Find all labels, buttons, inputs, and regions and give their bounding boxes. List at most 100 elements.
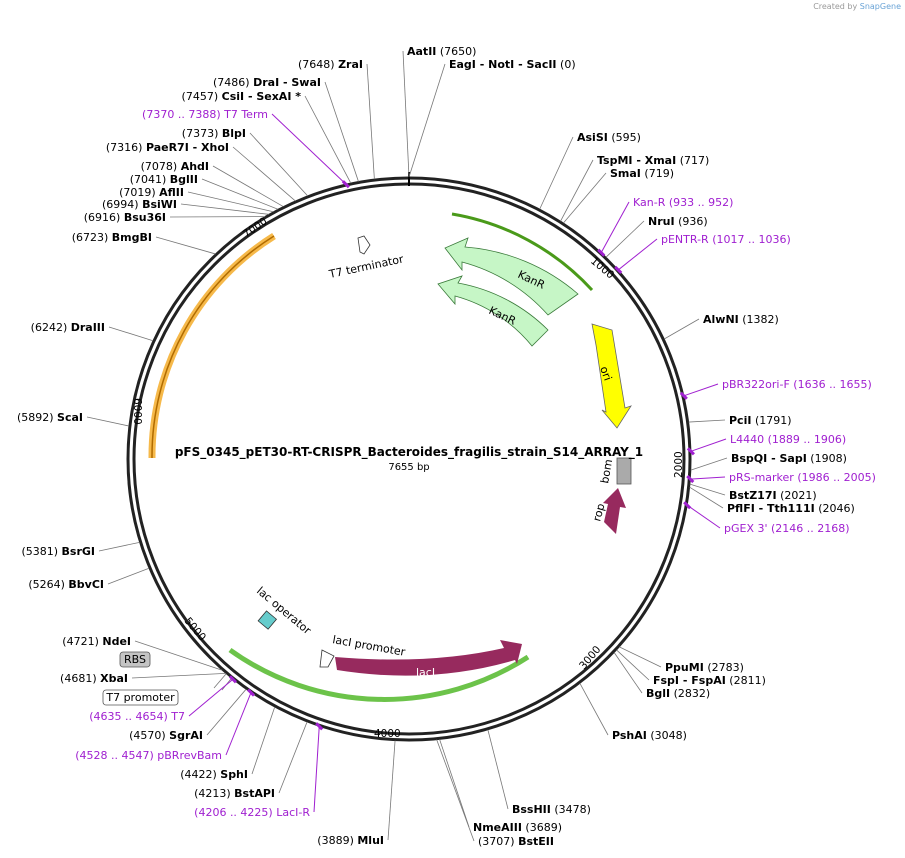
- leader-line: [605, 220, 645, 258]
- primer-mark: [246, 688, 256, 697]
- leader-line: [560, 159, 594, 222]
- enzyme-site-label: (4422) SphI: [180, 768, 248, 781]
- site-name: MluI: [357, 834, 384, 847]
- site-position: (3689): [525, 821, 562, 834]
- primer-mark: [679, 391, 688, 400]
- site-name: FspI - FspAI: [653, 674, 726, 687]
- site-name: PciI: [729, 414, 751, 427]
- laci-promoter-label: lacI promoter: [331, 633, 406, 659]
- plasmid-length: 7655 bp: [388, 462, 429, 473]
- enzyme-site-label: (7316) PaeR7I - XhoI: [106, 141, 229, 154]
- rop-arrow: [603, 488, 626, 534]
- site-position: (7041): [130, 173, 167, 186]
- site-position: (1908): [810, 452, 847, 465]
- kanr-strand-line: [451, 212, 594, 292]
- primer-mark: [614, 265, 623, 274]
- site-name: BsiWI: [142, 198, 177, 211]
- site-name: PaeR7I - XhoI: [146, 141, 229, 154]
- site-name: pBRrevBam: [157, 749, 222, 762]
- leader-line: [180, 203, 269, 215]
- enzyme-site-label: FspI - FspAI (2811): [653, 674, 766, 687]
- site-name: T7 Term: [223, 108, 268, 121]
- leader-line: [487, 729, 509, 810]
- leader-line: [278, 721, 308, 794]
- enzyme-site-label: AatII (7650): [407, 45, 476, 58]
- enzyme-site-label: (7486) DraI - SwaI: [213, 76, 321, 89]
- leader-line: [225, 692, 252, 756]
- site-position: (4570): [129, 729, 166, 742]
- credit-brand: SnapGene: [859, 2, 901, 11]
- enzyme-site-label: (7078) AhdI: [141, 160, 209, 173]
- site-position: (2832): [674, 687, 711, 700]
- leader-line: [613, 652, 643, 694]
- bom-box: [616, 457, 632, 485]
- leader-line: [539, 136, 574, 210]
- leader-line: [689, 483, 726, 496]
- site-position: (1382): [742, 313, 779, 326]
- site-position: (4422): [180, 768, 217, 781]
- enzyme-site-label: SmaI (719): [610, 167, 674, 180]
- site-position: (6242): [31, 321, 68, 334]
- leader-line: [402, 50, 410, 178]
- leader-line: [134, 640, 223, 671]
- enzyme-site-label: EagI - NotI - SacII (0): [449, 58, 576, 71]
- site-name: BspQI - SapI: [731, 452, 807, 465]
- enzyme-site-label: (7041) BglII: [130, 173, 198, 186]
- enzyme-site-label: (7648) ZraI: [298, 58, 363, 71]
- site-position: (4213): [194, 787, 231, 800]
- site-position: (1889 .. 1906): [768, 433, 847, 446]
- site-position: (6916): [84, 211, 121, 224]
- site-position: (6723): [72, 231, 109, 244]
- site-position: (7486): [213, 76, 250, 89]
- site-name: AhdI: [181, 160, 209, 173]
- site-name: AsiSI: [577, 131, 608, 144]
- site-name: SgrAI: [169, 729, 203, 742]
- site-position: (1636 .. 1655): [793, 378, 872, 391]
- laci-arrow: [335, 640, 522, 676]
- site-name: BglII: [170, 173, 198, 186]
- site-name: DraI - SwaI: [253, 76, 321, 89]
- primer-label: (7370 .. 7388) T7 Term: [142, 108, 268, 121]
- site-name: Kan-R: [633, 196, 666, 209]
- site-name: pBR322ori-F: [722, 378, 790, 391]
- enzyme-site-label: (7373) BlpI: [182, 127, 246, 140]
- feature-label-text: RBS: [124, 653, 146, 666]
- site-name: NruI: [648, 215, 675, 228]
- site-name: NdeI: [102, 635, 131, 648]
- leader-line: [619, 646, 662, 668]
- green-feature-arc: [228, 647, 530, 702]
- leader-line: [107, 567, 150, 585]
- leader-line: [187, 191, 274, 213]
- site-position: (7370 .. 7388): [142, 108, 221, 121]
- plasmid-name: pFS_0345_pET30-RT-CRISPR_Bacteroides_fra…: [175, 445, 643, 460]
- enzyme-site-label: NruI (936): [648, 215, 708, 228]
- site-name: SphI: [220, 768, 248, 781]
- site-name: XbaI: [100, 672, 128, 685]
- site-position: (7650): [440, 45, 477, 58]
- tick-label-6000: 6000: [131, 398, 143, 425]
- kanr-inner-arrow: [437, 275, 549, 347]
- enzyme-site-label: AlwNI (1382): [703, 313, 779, 326]
- leader-line: [689, 486, 724, 509]
- rop-label: rop: [590, 502, 607, 523]
- site-name: pRS-marker: [729, 471, 794, 484]
- site-position: (2046): [818, 502, 855, 515]
- primer-label: pENTR-R (1017 .. 1036): [661, 233, 791, 246]
- site-name: BstZ17I: [729, 489, 777, 502]
- leader-line: [131, 672, 226, 679]
- site-name: BstEII: [518, 835, 554, 848]
- enzyme-site-label: BspQI - SapI (1908): [731, 452, 847, 465]
- site-position: (1986 .. 2005): [797, 471, 876, 484]
- leader-line: [86, 416, 130, 427]
- primer-label: pBR322ori-F (1636 .. 1655): [722, 378, 872, 391]
- primer-mark: [686, 475, 695, 484]
- enzyme-site-label: PpuMI (2783): [665, 661, 744, 674]
- leader-line: [188, 678, 234, 717]
- site-position: (3707): [478, 835, 515, 848]
- site-position: (2021): [780, 489, 817, 502]
- site-position: (2146 .. 2168): [771, 522, 850, 535]
- tick-label-2000: 2000: [673, 451, 685, 478]
- tick-label-7000: 7000: [241, 215, 270, 240]
- site-position: (4681): [60, 672, 97, 685]
- leader-line: [664, 318, 700, 340]
